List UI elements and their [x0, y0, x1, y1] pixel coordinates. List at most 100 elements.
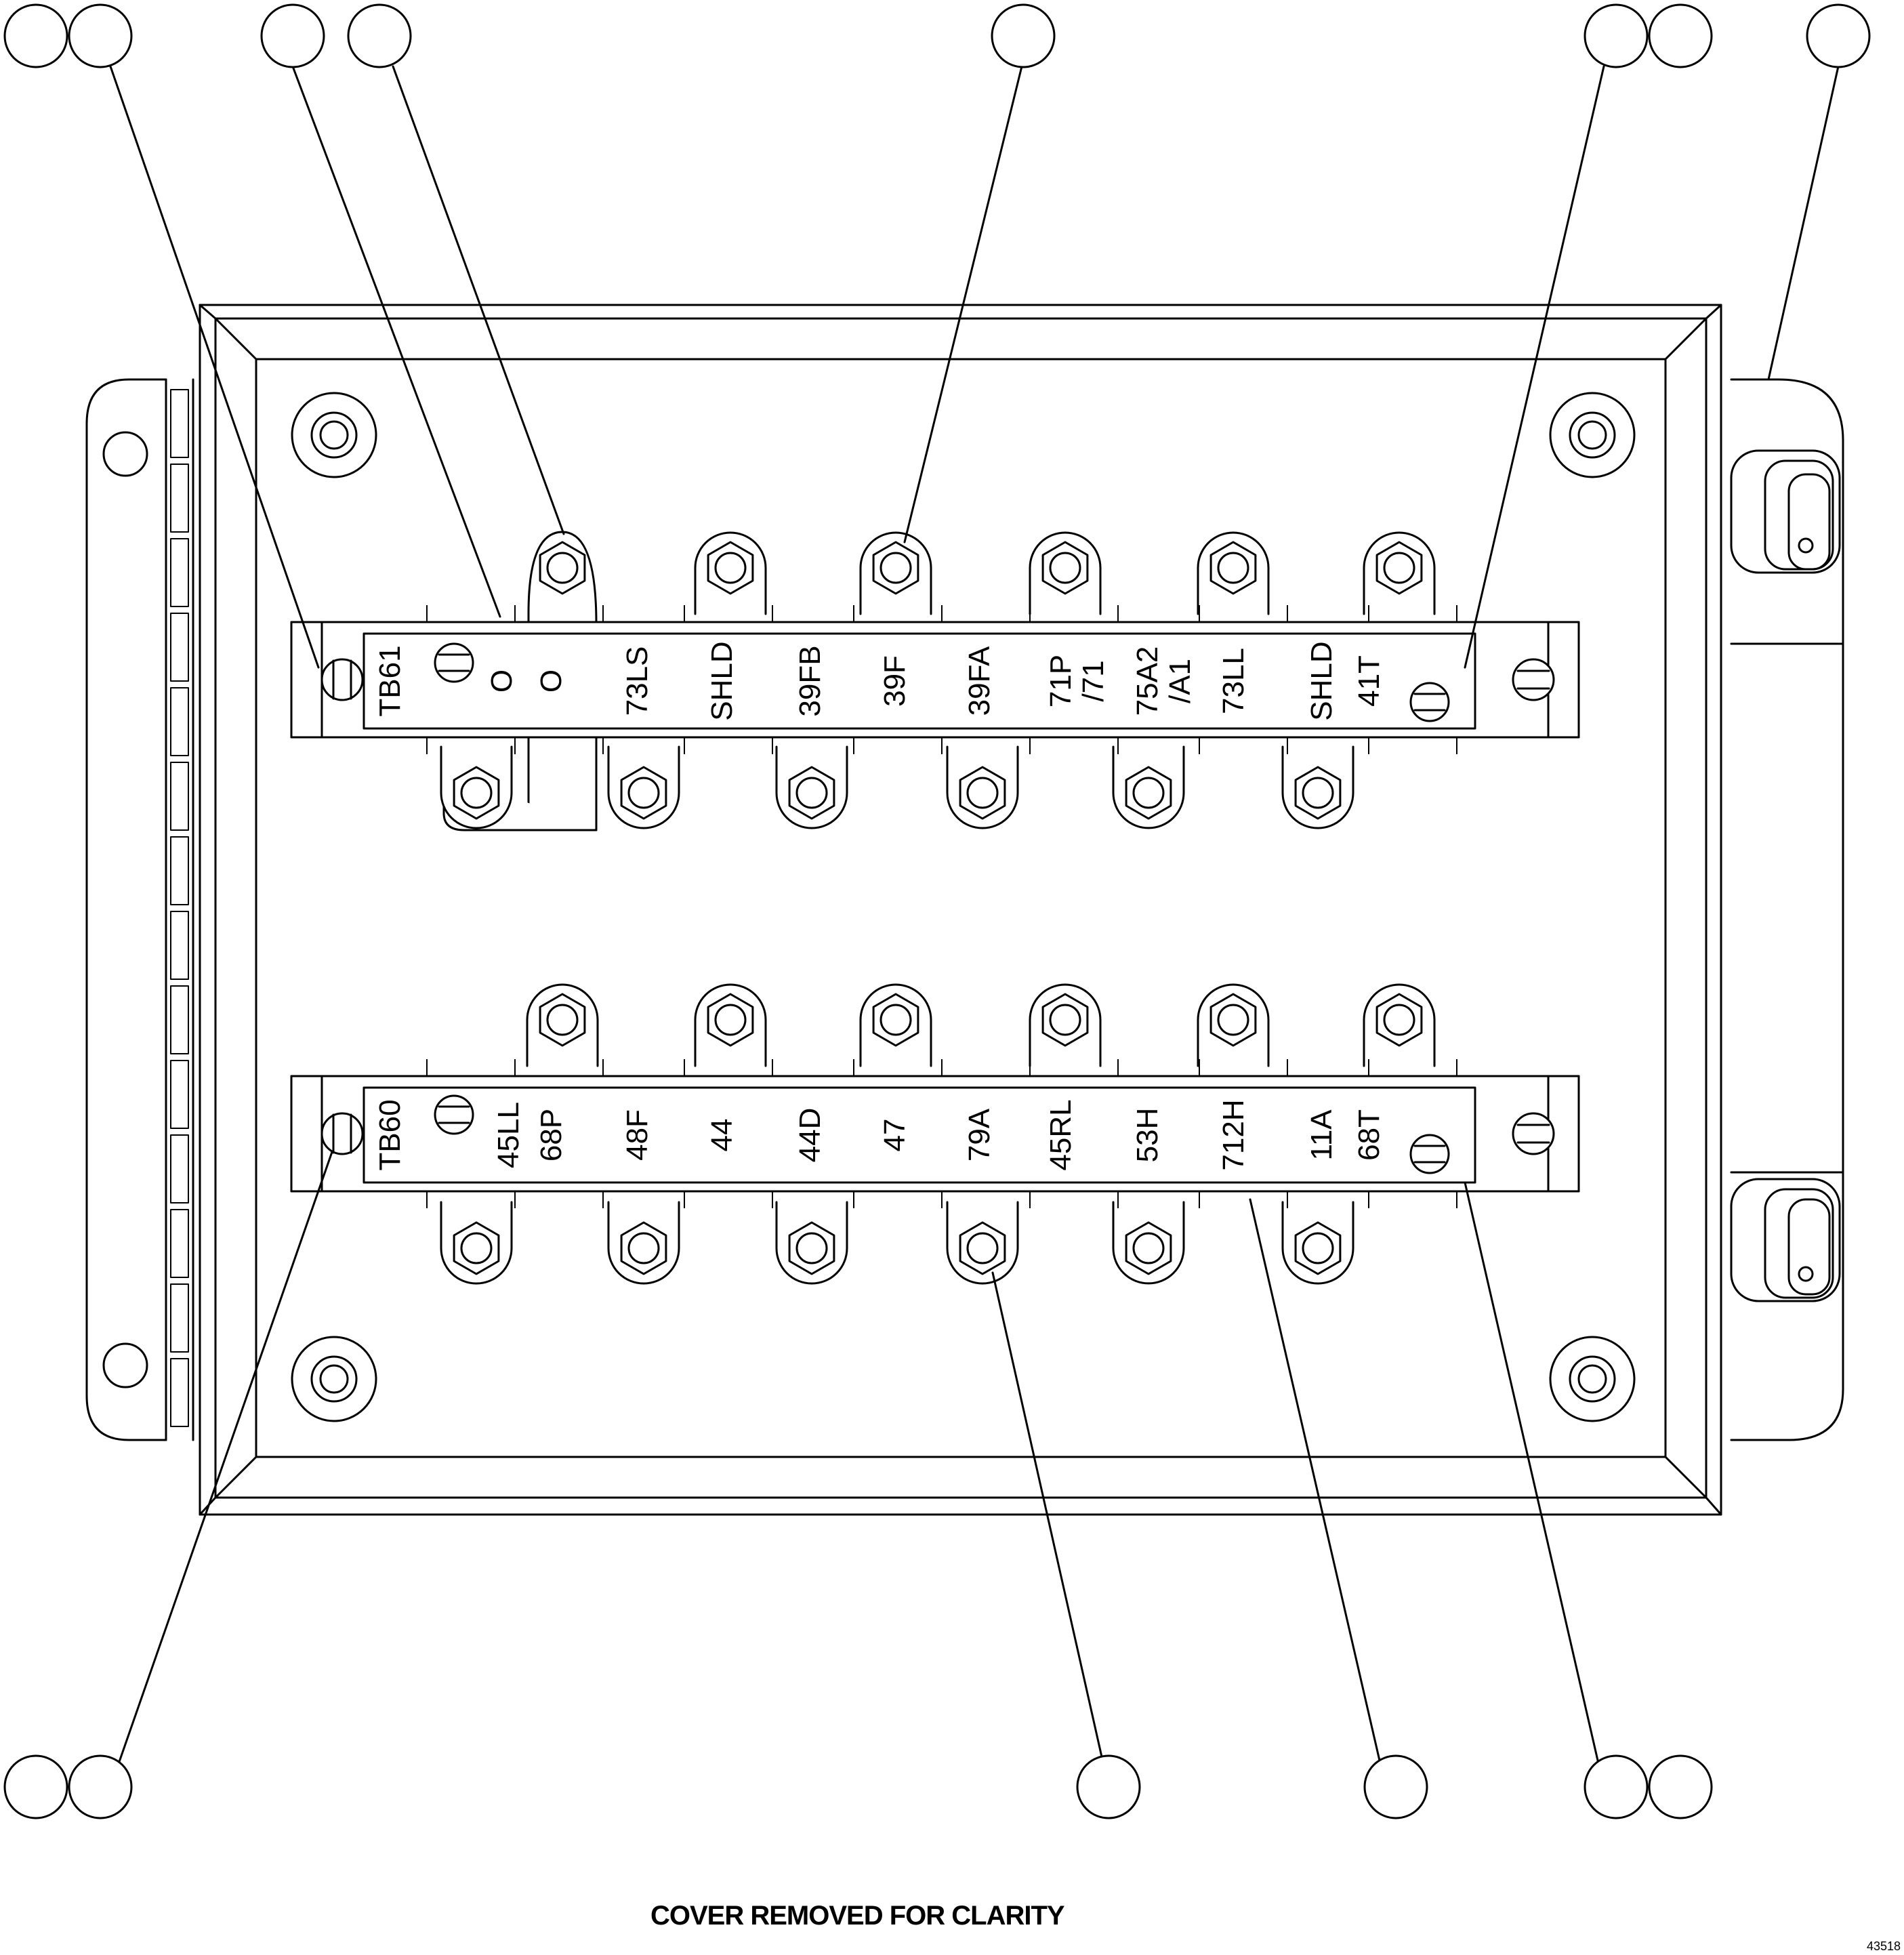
tb60-terminal-label: 68P — [535, 1109, 568, 1161]
tb61-terminal-label: SHLD — [1305, 641, 1338, 720]
leader-line — [109, 65, 320, 669]
callout-balloon — [68, 1754, 133, 1819]
callout-balloon — [1648, 1754, 1713, 1819]
tb60-stud-bottom-6 — [1281, 1201, 1354, 1285]
tb61-stud-top-4 — [1029, 531, 1102, 615]
right-mounting-flange — [1730, 378, 1844, 1441]
tb61-studs-bottom — [440, 745, 1354, 829]
tb61-stud-top-1 — [539, 541, 586, 595]
tb61-strip-screw-left — [434, 642, 474, 683]
boss-top-right — [1549, 392, 1636, 478]
tb61-terminal-label: 75A2 — [1131, 646, 1164, 716]
tb60-stud-bottom-1 — [440, 1201, 513, 1285]
tb61-terminal-label: 39FB — [793, 645, 827, 716]
tb60-stud-top-2 — [694, 983, 767, 1067]
callout-balloon — [68, 3, 133, 68]
tb61-stud-bottom-4 — [946, 745, 1019, 829]
tb60-terminal-label: 45LL — [492, 1102, 525, 1168]
tb60-stud-bottom-3 — [775, 1201, 848, 1285]
tb60-terminal-label: 44D — [793, 1108, 827, 1163]
callout-balloon — [991, 3, 1056, 68]
leader-line — [392, 65, 565, 535]
callout-balloons — [3, 3, 1871, 1819]
enclosure-body — [199, 304, 1722, 1516]
tb60-terminal-label: 79A — [963, 1108, 996, 1161]
tb61-stud-bottom-2 — [607, 745, 680, 829]
hinge-knuckle — [170, 911, 189, 980]
tb60-studs-bottom — [440, 1201, 1354, 1285]
callout-balloon — [347, 3, 412, 68]
callout-balloon — [260, 3, 325, 68]
tb60-strip-screw-right — [1409, 1134, 1450, 1174]
callout-balloon — [3, 1754, 68, 1819]
tb61-terminal-label: /A1 — [1163, 659, 1197, 703]
tb60-terminal-label: 68T — [1352, 1109, 1386, 1161]
callout-balloon — [1806, 3, 1871, 68]
diagram-caption: COVER REMOVED FOR CLARITY — [650, 1901, 1065, 1931]
hinge-knuckle — [170, 1060, 189, 1129]
callout-balloon — [1584, 3, 1649, 68]
tb61-terminal-label: 71P — [1044, 655, 1077, 707]
hinge-knuckle — [170, 836, 189, 905]
tb60-stud-bottom-4 — [946, 1201, 1019, 1285]
tb61-stud-top-2 — [694, 531, 767, 615]
hinge-knuckle — [170, 1358, 189, 1427]
callout-balloon — [1076, 1754, 1141, 1819]
hinge-knuckle — [170, 538, 189, 607]
tb61-terminal-label: 41T — [1352, 655, 1386, 707]
tb60-stud-bottom-2 — [607, 1201, 680, 1285]
tb60-stud-top-5 — [1197, 983, 1270, 1067]
upper-latch — [1730, 449, 1841, 574]
hinge-knuckle — [170, 687, 189, 756]
tb60-terminal-label: 712H — [1217, 1099, 1250, 1170]
hinge-knuckle — [170, 389, 189, 458]
hinge-knuckle — [170, 1283, 189, 1353]
lower-latch — [1730, 1178, 1841, 1302]
boss-bottom-left — [291, 1336, 377, 1422]
tb60-terminal-label: 47 — [878, 1119, 911, 1152]
hinge-knuckle — [170, 613, 189, 682]
boss-top-left — [291, 392, 377, 478]
hinge-knuckle — [170, 1134, 189, 1203]
tb60-terminal-label: 45RL — [1044, 1099, 1077, 1170]
hinge-knuckle — [170, 985, 189, 1054]
tb61-terminal-label: O — [535, 670, 568, 693]
tb60-strip-screw-left — [434, 1094, 474, 1135]
tb61-stud-bottom-5 — [1112, 745, 1185, 829]
tb61-strip-screw-right — [1409, 682, 1450, 722]
leader-line — [1464, 65, 1605, 669]
hinge-knuckle — [170, 464, 189, 533]
boss-bottom-right — [1549, 1336, 1636, 1422]
leader-line — [991, 1271, 1110, 1788]
callout-balloon — [3, 3, 68, 68]
tb61-stud-bottom-6 — [1281, 745, 1354, 829]
callout-balloon — [1363, 1754, 1428, 1819]
leader-line — [1464, 1181, 1605, 1788]
tb61-stud-top-3 — [859, 531, 932, 615]
tb61-stud-bottom-3 — [775, 745, 848, 829]
tb60-terminal-label: 53H — [1131, 1108, 1164, 1163]
leader-line — [1767, 65, 1840, 381]
callout-balloon — [1648, 3, 1713, 68]
hinge-knuckle — [170, 1209, 189, 1278]
callout-leaders — [109, 65, 1840, 1788]
tb61-studs-top — [539, 531, 1436, 615]
tb60-left-screw — [320, 1112, 364, 1155]
tb60-studs-top — [526, 983, 1436, 1067]
tb60-stud-top-3 — [859, 983, 932, 1067]
leader-line — [903, 65, 1023, 543]
corner-mounting-bosses — [291, 392, 1636, 1422]
tb60-terminal-label: 44 — [705, 1119, 739, 1152]
tb61-terminal-label: 73LS — [621, 646, 654, 716]
leader-line — [291, 65, 501, 618]
tb61-stud-top-6 — [1363, 531, 1436, 615]
tb60-terminal-label: 48F — [621, 1109, 654, 1161]
tb60-terminal-label: 11A — [1305, 1109, 1338, 1161]
hinge — [170, 389, 189, 1427]
tb61-stud-bottom-1 — [440, 745, 513, 829]
leader-line — [1249, 1198, 1387, 1788]
callout-balloon — [1584, 1754, 1649, 1819]
tb61-terminal-label: O — [485, 670, 518, 693]
